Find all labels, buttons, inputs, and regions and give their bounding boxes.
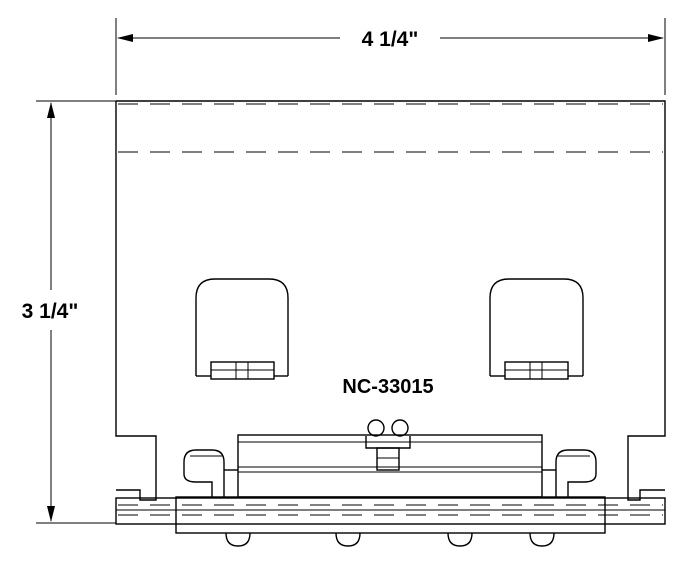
foot-4 — [529, 532, 555, 547]
width-arrow-left — [117, 34, 133, 42]
height-dimension-label: 3 1/4" — [22, 300, 79, 323]
width-dimension: 4 1/4" — [115, 18, 666, 95]
height-arrow-bottom — [47, 506, 55, 522]
height-arrow-top — [47, 102, 55, 118]
width-dimension-label: 4 1/4" — [362, 28, 419, 51]
left-window-cutout — [195, 278, 289, 380]
part-number-label: NC-33015 — [342, 376, 433, 398]
height-dimension: 3 1/4" — [22, 100, 116, 524]
feet — [225, 532, 555, 547]
width-arrow-right — [648, 34, 664, 42]
foot-2 — [335, 532, 361, 547]
hinge-knob-right — [391, 419, 409, 437]
center-clip-assembly — [237, 419, 543, 498]
foot-1 — [225, 532, 251, 547]
hinge-knob-left — [367, 419, 385, 437]
right-hook-clip — [542, 449, 597, 498]
left-hook-clip — [183, 449, 238, 498]
panel-outline — [115, 100, 666, 501]
bottom-rail — [115, 496, 666, 534]
foot-3 — [447, 532, 473, 547]
right-window-cutout — [489, 278, 584, 380]
hinge-stem — [376, 447, 400, 471]
